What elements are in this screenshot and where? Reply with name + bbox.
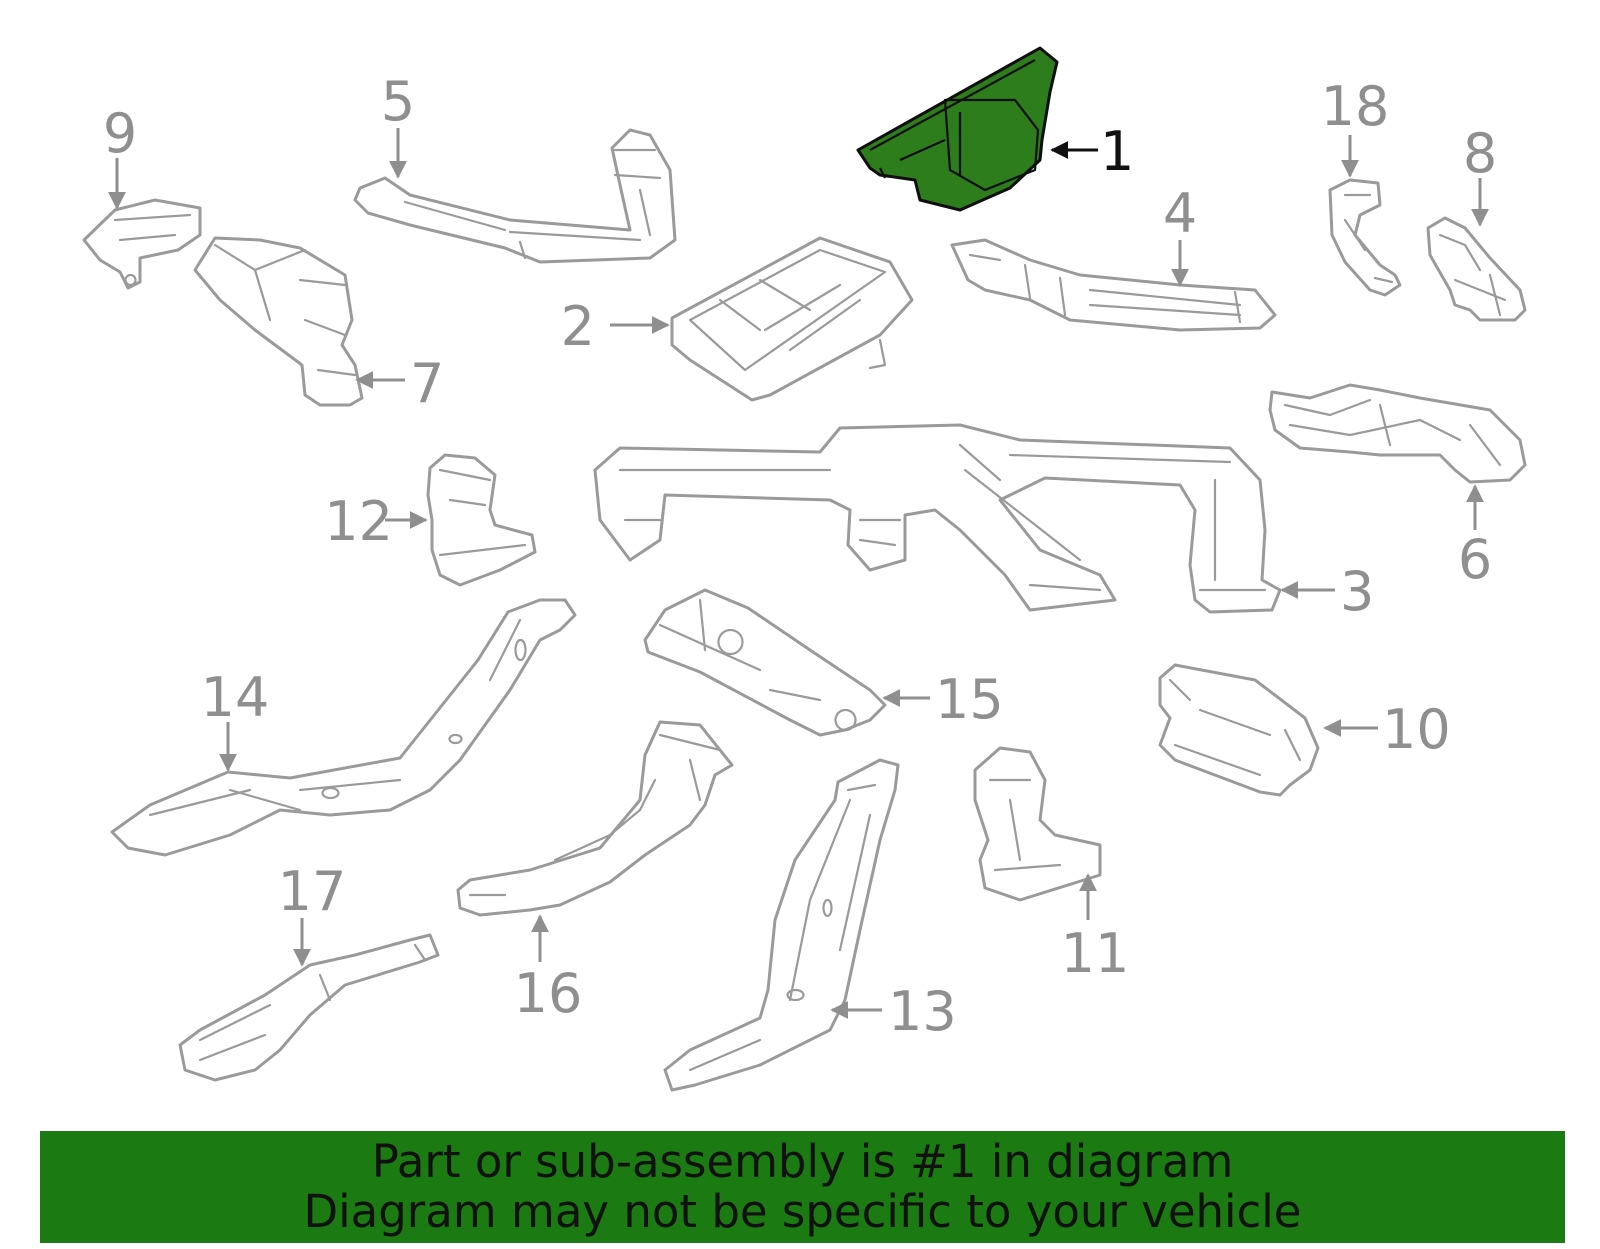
label-17: 17 xyxy=(278,860,347,923)
part-10[interactable] xyxy=(1158,663,1320,797)
part-7[interactable] xyxy=(193,236,364,407)
label-8: 8 xyxy=(1463,122,1497,185)
label-15: 15 xyxy=(935,668,1004,731)
part-16[interactable] xyxy=(456,720,734,917)
label-11: 11 xyxy=(1061,922,1130,985)
label-14: 14 xyxy=(201,666,270,729)
part-4[interactable] xyxy=(950,238,1277,332)
label-4: 4 xyxy=(1163,182,1197,245)
part-14[interactable] xyxy=(110,598,577,857)
part-17[interactable] xyxy=(178,933,440,1082)
callout-arrows xyxy=(108,128,1489,1019)
label-16: 16 xyxy=(514,962,583,1025)
label-13: 13 xyxy=(888,980,957,1043)
label-2: 2 xyxy=(561,295,595,358)
banner-line-1: Part or sub-assembly is #1 in diagram xyxy=(371,1135,1234,1188)
label-5: 5 xyxy=(381,70,415,133)
info-banner: Part or sub-assembly is #1 in diagram Di… xyxy=(40,1131,1565,1243)
label-10: 10 xyxy=(1382,698,1451,761)
label-18: 18 xyxy=(1321,75,1390,138)
part-11[interactable] xyxy=(973,746,1102,902)
label-3: 3 xyxy=(1340,560,1374,623)
label-12: 12 xyxy=(324,490,393,553)
banner-line-2: Diagram may not be specific to your vehi… xyxy=(303,1185,1302,1238)
part-18[interactable] xyxy=(1328,178,1402,297)
part-5[interactable] xyxy=(353,128,677,264)
callout-labels: 1 2 3 4 5 6 7 8 9 10 11 12 13 14 15 16 1… xyxy=(103,70,1497,1043)
label-7: 7 xyxy=(410,352,444,415)
part-12[interactable] xyxy=(426,453,537,587)
part-15[interactable] xyxy=(643,588,887,737)
label-1: 1 xyxy=(1100,120,1134,183)
part-2[interactable] xyxy=(670,236,914,402)
part-8[interactable] xyxy=(1426,216,1527,322)
part-3[interactable] xyxy=(593,423,1282,614)
part-1-highlighted[interactable] xyxy=(856,46,1059,212)
part-9[interactable] xyxy=(82,198,202,290)
part-6[interactable] xyxy=(1268,383,1527,484)
label-6: 6 xyxy=(1458,528,1492,591)
label-9: 9 xyxy=(103,102,137,165)
